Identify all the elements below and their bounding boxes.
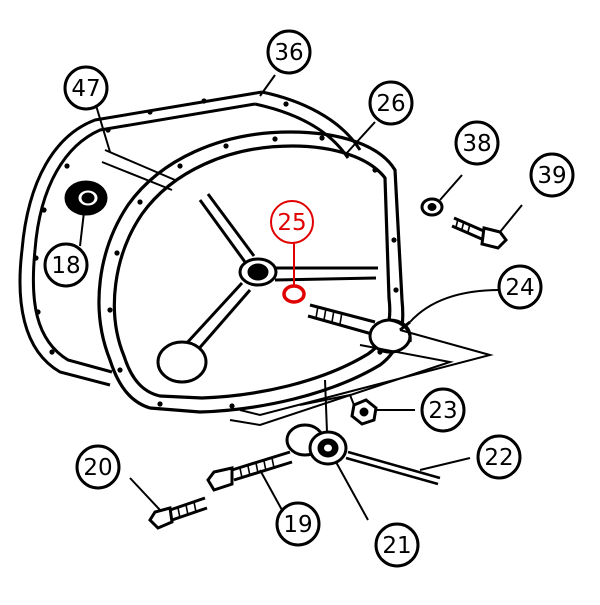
callout-circle (529, 152, 575, 198)
callout-circle (266, 29, 312, 75)
rear-housing-36 (18, 90, 362, 387)
callout-label: 36 (274, 40, 303, 66)
callout-circle (43, 242, 89, 288)
bolt-39 (451, 204, 523, 250)
callout-circle (497, 264, 543, 310)
callout-label: 22 (484, 445, 513, 471)
callout-label: 39 (537, 163, 566, 189)
callout-label: 18 (51, 253, 80, 279)
callout-label: 47 (71, 76, 100, 102)
callout-circle (454, 120, 500, 166)
nut-23 (350, 398, 415, 426)
callout-36: 36 (266, 29, 312, 75)
callout-18: 18 (43, 242, 89, 288)
callout-47: 47 (63, 65, 109, 111)
bearing-18 (64, 180, 108, 216)
callout-25: 25 (270, 200, 314, 244)
callout-22: 22 (476, 434, 522, 480)
hub-21 (285, 379, 369, 521)
pin-22 (345, 450, 471, 486)
spider-arms (156, 193, 378, 384)
callout-circle (476, 434, 522, 480)
callout-circle (270, 200, 314, 244)
callout-label: 26 (376, 91, 405, 117)
callout-label: 24 (505, 275, 534, 301)
callout-20: 20 (75, 444, 121, 490)
callout-26: 26 (368, 80, 414, 126)
callout-label: 25 (277, 210, 306, 236)
front-housing-26 (97, 130, 405, 414)
callout-21: 21 (374, 522, 420, 568)
bolt-19 (206, 450, 293, 511)
callout-label: 19 (283, 512, 312, 538)
callout-label: 23 (428, 398, 457, 424)
callout-23: 23 (420, 387, 466, 433)
bolt-20 (129, 477, 208, 530)
callout-circle (368, 80, 414, 126)
callout-circle (75, 444, 121, 490)
leader-lines (79, 74, 376, 247)
callout-circle (275, 501, 321, 547)
callout-39: 39 (529, 152, 575, 198)
washer-25-highlighted (282, 243, 306, 304)
callout-circle (374, 522, 420, 568)
callout-label: 38 (462, 131, 491, 157)
callout-24: 24 (497, 264, 543, 310)
callout-circle (63, 65, 109, 111)
callout-19: 19 (275, 501, 321, 547)
callout-38: 38 (454, 120, 500, 166)
callout-label: 21 (382, 533, 411, 559)
callout-circle (420, 387, 466, 433)
axle-24 (307, 289, 501, 354)
callout-label: 20 (83, 455, 112, 481)
washer-38 (420, 174, 463, 217)
callout-bubbles: 36 47 26 38 39 25 18 24 23 22 20 19 21 (43, 29, 575, 568)
